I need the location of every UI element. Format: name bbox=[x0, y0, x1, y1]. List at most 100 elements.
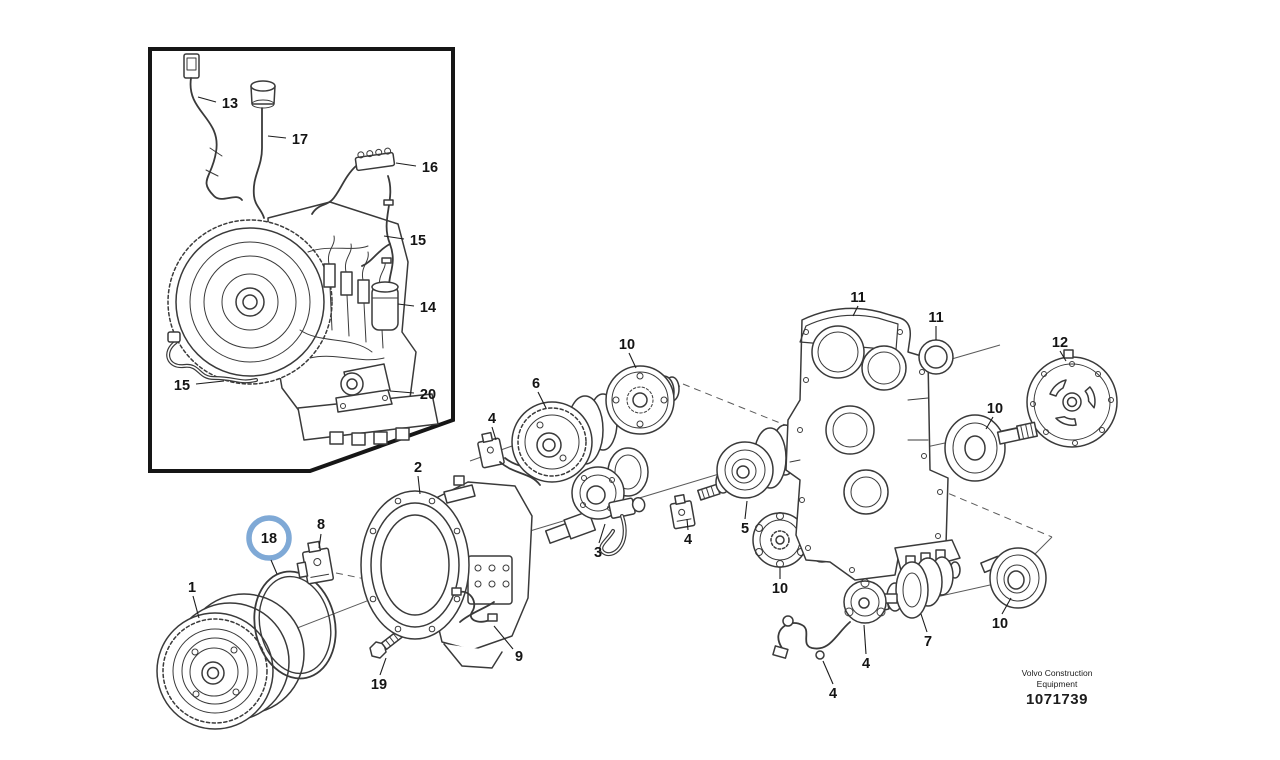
callout-16[interactable]: 16 bbox=[395, 160, 438, 176]
callout-label: 19 bbox=[371, 677, 387, 693]
callout-label: 4 bbox=[488, 411, 496, 427]
callout-label: 16 bbox=[422, 160, 438, 176]
callout-6[interactable]: 6 bbox=[532, 376, 547, 409]
callout-8[interactable]: 8 bbox=[317, 517, 325, 549]
part-wiring-9 bbox=[451, 587, 498, 623]
leader-line bbox=[383, 235, 405, 240]
callout-label: 20 bbox=[420, 387, 436, 403]
callout-label: 3 bbox=[594, 545, 602, 561]
leader-line bbox=[493, 625, 514, 650]
figure-branding: Volvo Construction Equipment 1071739 bbox=[1000, 668, 1114, 708]
callout-12[interactable]: 12 bbox=[1052, 335, 1068, 362]
leader-line bbox=[379, 657, 387, 676]
filter-14 bbox=[371, 281, 399, 331]
starter-20 bbox=[335, 363, 393, 413]
part-hub-10a bbox=[605, 365, 680, 435]
leader-line bbox=[598, 523, 606, 544]
callout-label: 6 bbox=[532, 376, 540, 392]
highlight-ring bbox=[246, 515, 292, 561]
harness-15-right bbox=[361, 175, 394, 293]
callout-label: 10 bbox=[987, 401, 1003, 417]
leader-line bbox=[537, 391, 547, 409]
callout-18[interactable]: 18 bbox=[246, 515, 292, 575]
callout-label: 13 bbox=[222, 96, 238, 112]
callout-label: 7 bbox=[924, 634, 932, 650]
callout-label: 10 bbox=[992, 616, 1008, 632]
callout-5[interactable]: 5 bbox=[741, 500, 749, 537]
part-hub-10c bbox=[944, 414, 1039, 482]
part-sensor-4b bbox=[669, 494, 696, 530]
callout-4d[interactable]: 4 bbox=[822, 660, 837, 702]
callout-label: 17 bbox=[292, 132, 308, 148]
callout-label: 4 bbox=[862, 656, 870, 672]
callout-label: 10 bbox=[772, 581, 788, 597]
callout-label: 1 bbox=[188, 580, 196, 596]
leader-line bbox=[192, 595, 200, 619]
leader-line bbox=[397, 303, 415, 307]
part-shaft-3 bbox=[544, 447, 649, 557]
callout-10b[interactable]: 10 bbox=[772, 568, 788, 597]
callout-11a[interactable]: 11 bbox=[850, 290, 866, 317]
callout-7[interactable]: 7 bbox=[920, 613, 932, 650]
part-seal-11 bbox=[918, 339, 954, 375]
figure-part-number: 1071739 bbox=[1026, 691, 1088, 709]
callout-10d[interactable]: 10 bbox=[992, 597, 1012, 632]
callout-4c[interactable]: 4 bbox=[862, 624, 870, 672]
part-o-ring bbox=[253, 570, 337, 680]
callout-label: 11 bbox=[850, 290, 865, 306]
callout-4b[interactable]: 4 bbox=[684, 518, 692, 548]
leader-line bbox=[270, 559, 278, 575]
callout-9[interactable]: 9 bbox=[493, 625, 523, 665]
callout-label: 8 bbox=[317, 517, 325, 533]
callout-11b[interactable]: 11 bbox=[928, 310, 944, 340]
callout-10a[interactable]: 10 bbox=[619, 337, 637, 369]
callout-label: 15 bbox=[410, 233, 426, 249]
callout-17[interactable]: 17 bbox=[267, 132, 308, 148]
leader-line bbox=[1059, 350, 1067, 362]
leader-line bbox=[852, 305, 859, 317]
callout-15-right[interactable]: 15 bbox=[383, 233, 426, 249]
callout-13[interactable]: 13 bbox=[197, 96, 238, 112]
brand-line1: Volvo Construction bbox=[1021, 668, 1093, 678]
leader-line bbox=[686, 518, 689, 531]
inset-frame bbox=[148, 47, 455, 473]
callout-label: 11 bbox=[928, 310, 943, 326]
part-harness-4d bbox=[772, 615, 851, 660]
leader-line bbox=[628, 352, 637, 369]
callout-label: 5 bbox=[741, 521, 749, 537]
callout-10c[interactable]: 10 bbox=[985, 401, 1003, 430]
breather-17 bbox=[250, 80, 276, 219]
part-hub-10d bbox=[980, 547, 1047, 609]
leader-line bbox=[417, 475, 421, 495]
leader-line bbox=[985, 416, 994, 430]
callout-label: 2 bbox=[414, 460, 422, 476]
leader-line bbox=[267, 135, 287, 139]
leader-line bbox=[744, 500, 748, 520]
part-converter-housing bbox=[360, 475, 533, 669]
callout-14[interactable]: 14 bbox=[397, 300, 436, 316]
callout-3[interactable]: 3 bbox=[594, 523, 606, 561]
part-end-cover-12 bbox=[1026, 349, 1118, 448]
engine-assembly bbox=[166, 53, 439, 446]
callout-15-left[interactable]: 15 bbox=[174, 378, 225, 394]
callout-19[interactable]: 19 bbox=[371, 657, 387, 693]
callout-label: 10 bbox=[619, 337, 635, 353]
brand-line2: Equipment bbox=[1036, 678, 1078, 689]
callout-label: 9 bbox=[515, 649, 523, 665]
callout-20[interactable]: 20 bbox=[389, 387, 436, 403]
callout-1[interactable]: 1 bbox=[188, 580, 200, 619]
leader-line bbox=[491, 426, 497, 441]
callout-4a[interactable]: 4 bbox=[488, 411, 497, 441]
leader-line bbox=[318, 533, 322, 549]
callout-2[interactable]: 2 bbox=[414, 460, 422, 495]
callout-label: 12 bbox=[1052, 335, 1068, 351]
leader-line bbox=[920, 613, 928, 633]
cable-13 bbox=[183, 53, 243, 201]
callout-label: 15 bbox=[174, 378, 190, 394]
part-sensor-plate-4c bbox=[843, 578, 898, 624]
connector-16 bbox=[311, 147, 396, 215]
leader-line bbox=[395, 162, 417, 167]
hose-15-left bbox=[166, 331, 258, 384]
